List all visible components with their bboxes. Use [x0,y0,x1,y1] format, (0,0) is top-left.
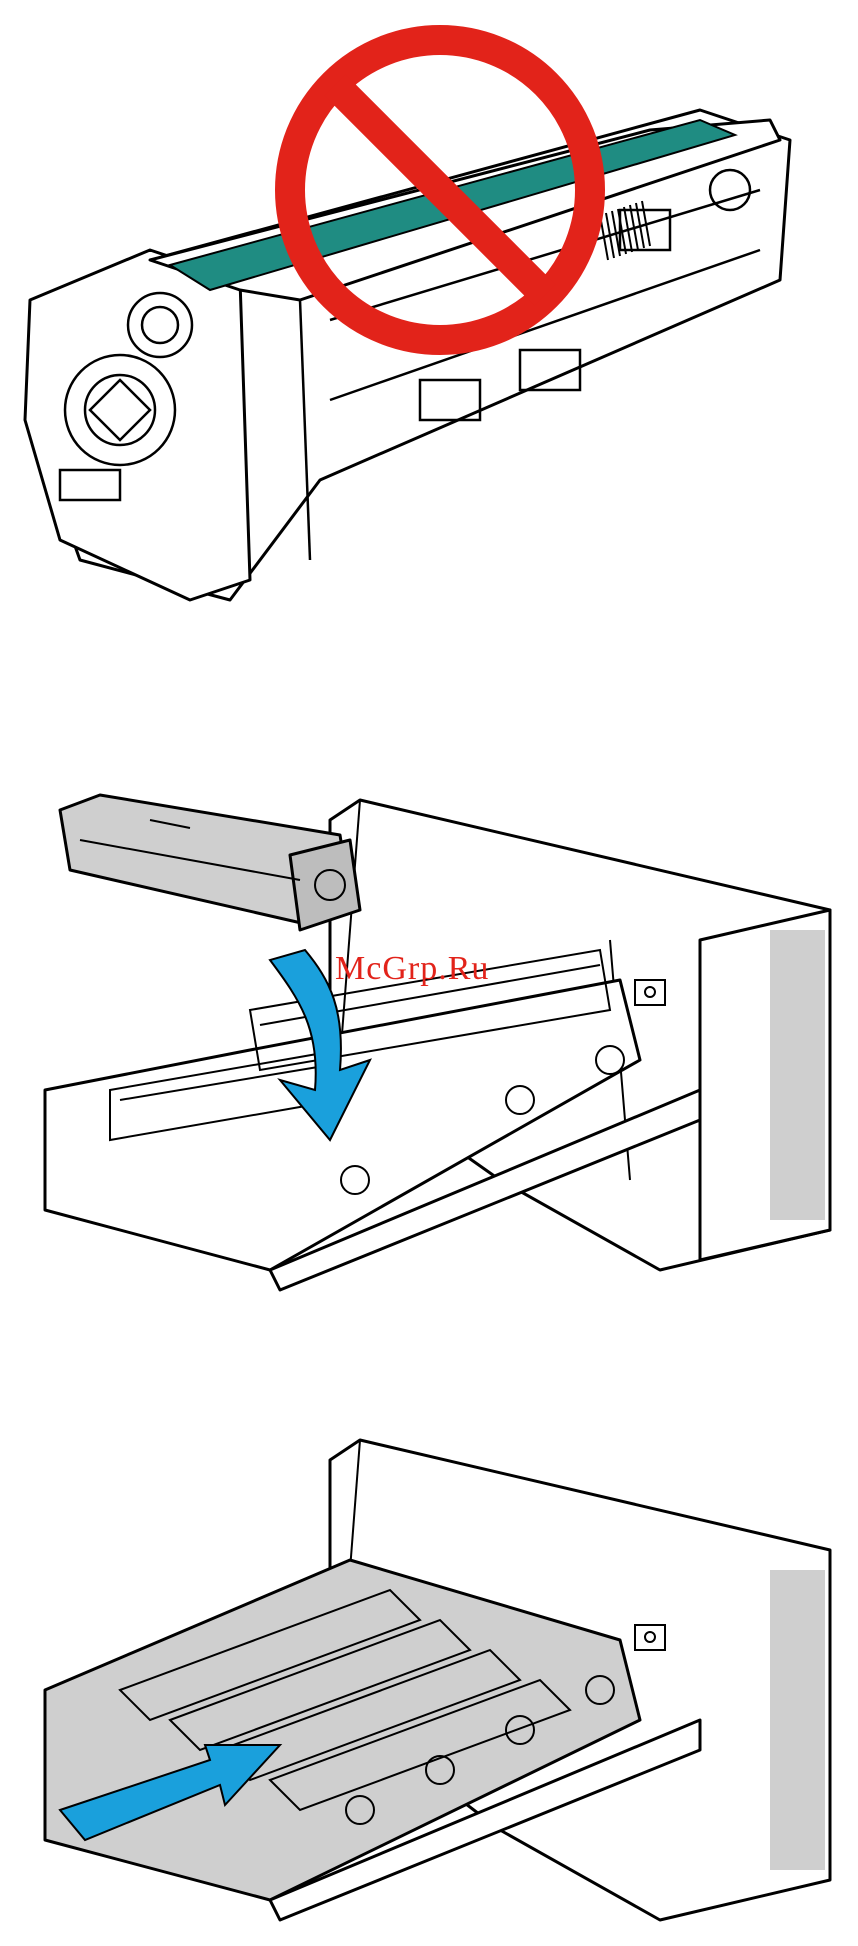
figure-insert-cartridge [0,760,858,1320]
watermark-text: McGrp.Ru [335,950,489,988]
cartridge-illustration [0,0,858,620]
insert-cartridge-illustration [0,760,858,1320]
close-drawer-illustration [0,1420,858,1946]
figure-cartridge-do-not-touch-drum [0,0,858,620]
figure-close-drawer [0,1420,858,1946]
